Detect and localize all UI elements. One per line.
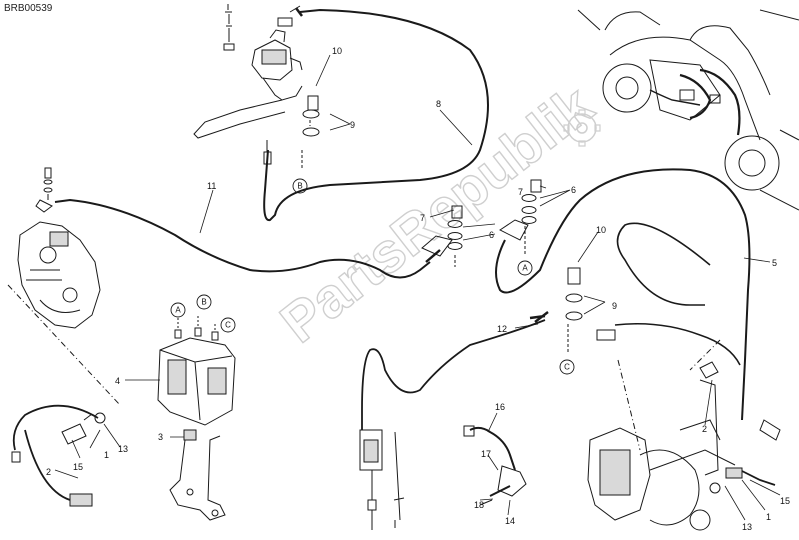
front-left-caliper-fitting <box>35 167 53 213</box>
callout-10: 10 <box>332 46 342 56</box>
callout-6: 6 <box>489 230 494 240</box>
callout-16: 16 <box>495 402 505 412</box>
rear-hose-upper <box>616 222 711 306</box>
front-speed-sensor <box>11 404 106 507</box>
callout-18: 18 <box>474 500 484 510</box>
callout-17: 17 <box>481 449 491 459</box>
rear-master-cylinder <box>359 429 405 530</box>
connector-c-label: C <box>564 363 570 372</box>
callout-9: 9 <box>612 301 617 311</box>
callout-5: 5 <box>772 258 777 268</box>
callout-1: 1 <box>104 450 109 460</box>
rear-reservoir-hose <box>463 425 527 506</box>
connector-b-circle <box>196 294 212 310</box>
rear-speed-sensor <box>709 419 781 494</box>
connector-b-label: B <box>201 298 206 307</box>
connector-c-label: C <box>225 321 231 330</box>
callout-labels: 10 9 8 11 7 6 7 6 10 9 5 12 4 3 2 15 1 1… <box>46 46 790 532</box>
callout-7: 7 <box>518 187 523 197</box>
callout-11: 11 <box>207 181 216 191</box>
connector-a-circle <box>170 302 186 318</box>
callout-2: 2 <box>702 424 707 434</box>
connector-b-label: B <box>297 182 302 191</box>
brake-hose-5 <box>495 168 751 421</box>
callout-12: 12 <box>497 324 507 334</box>
callout-8: 8 <box>436 99 441 109</box>
callout-13: 13 <box>118 444 128 454</box>
motorcycle-overview <box>577 9 799 211</box>
callout-4: 4 <box>115 376 120 386</box>
callout-10: 10 <box>596 225 606 235</box>
rear-bolt-stack <box>565 267 583 354</box>
right-banjo-fittings <box>499 179 542 256</box>
callout-9: 9 <box>350 120 355 130</box>
brake-line-12 <box>361 319 546 450</box>
brake-hose-8 <box>263 8 489 222</box>
callout-1: 1 <box>766 512 771 522</box>
callout-14: 14 <box>505 516 515 526</box>
callout-3: 3 <box>158 432 163 442</box>
connector-a-circle <box>517 260 533 276</box>
connector-a-label: A <box>522 264 528 273</box>
connector-c-circle <box>559 359 575 375</box>
rear-caliper <box>587 379 736 531</box>
abs-modulator <box>157 314 236 426</box>
callout-15: 15 <box>780 496 790 506</box>
mid-banjo-fittings <box>421 205 463 267</box>
brake-hose-11 <box>54 198 431 279</box>
connector-letters: B A C A B C <box>175 182 570 372</box>
connector-b-circle <box>292 178 308 194</box>
front-master-cylinder <box>193 4 303 139</box>
connector-a-label: A <box>175 306 181 315</box>
connector-c-circle <box>220 317 236 333</box>
leader-lines <box>54 54 781 521</box>
callout-7: 7 <box>420 213 425 223</box>
callout-6: 6 <box>571 185 576 195</box>
callout-2: 2 <box>46 467 51 477</box>
callout-15: 15 <box>73 462 83 472</box>
connector-markers <box>170 178 575 375</box>
watermark-gear-icon <box>563 109 601 147</box>
diagram-code: BRB00539 <box>4 3 53 14</box>
front-left-caliper <box>17 221 101 329</box>
callout-13: 13 <box>742 522 752 532</box>
abs-bracket <box>169 429 226 521</box>
